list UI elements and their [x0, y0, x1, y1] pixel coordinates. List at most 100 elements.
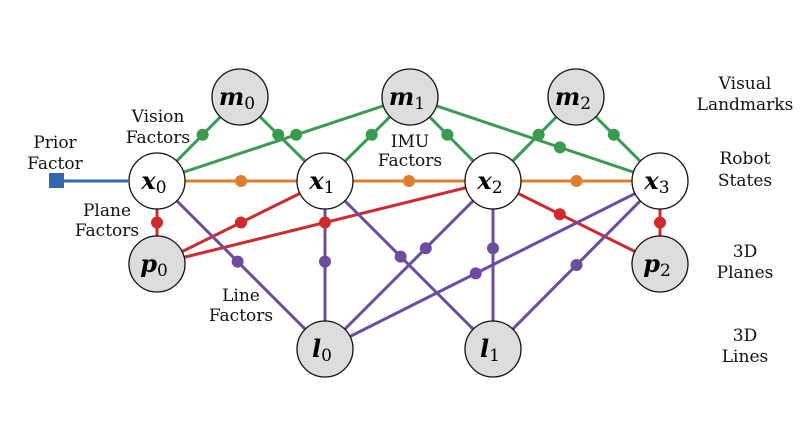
legend-visual-landmarks-line1: Visual	[718, 74, 772, 94]
node-m1-label-subscript: 1	[414, 94, 425, 114]
factor-annotations: Prior Factor Vision Factors IMU Factors …	[27, 107, 442, 326]
node-l0-label-base: l	[312, 334, 321, 363]
plane-factor-dot-x0-p0	[151, 216, 163, 229]
node-p2-label-base: p	[643, 249, 660, 278]
node-l0-label-subscript: 0	[321, 346, 332, 366]
edge-x1-l1	[323, 179, 495, 351]
node-l1: l1	[464, 320, 522, 378]
legend-visual-landmarks-line2: Landmarks	[697, 95, 794, 115]
vision-factor-dot-x0-m1	[290, 128, 303, 141]
node-x0-circle	[128, 152, 186, 210]
imu-factors-label-line2: Factors	[378, 151, 442, 171]
node-m1-label-base: m	[389, 82, 414, 111]
node-x0: x0	[128, 152, 186, 210]
plane-factor-dot-x1-p0	[235, 216, 247, 229]
prior-factor-label-line1: Prior	[33, 133, 77, 153]
vision-factor-dot-x1-m0	[272, 128, 285, 141]
imu-factor-dot-x2-x3	[570, 175, 583, 187]
plane-factor-dot-x2-p2	[553, 208, 566, 221]
node-l0: l0	[296, 320, 354, 378]
node-x0-label-base: x	[140, 166, 156, 195]
vision-factor-dot-x3-m2	[607, 128, 620, 141]
node-m0-label-subscript: 0	[244, 94, 255, 114]
vision-factor-dot-x2-m1	[441, 128, 454, 141]
node-m0-label-base: m	[219, 82, 244, 111]
node-m2-circle	[547, 68, 605, 126]
node-x3-label-subscript: 3	[659, 178, 670, 198]
prior-factor-label-line2: Factor	[27, 154, 83, 174]
vision-factor-dot-x2-m2	[532, 128, 545, 141]
node-x1: x1	[296, 152, 354, 210]
vision-factors-label-line1: Vision	[131, 107, 185, 127]
line-factor-dot-x1-l1	[394, 250, 407, 263]
node-x2: x2	[464, 152, 522, 210]
plane-factor-dot-x2-p0	[319, 216, 331, 229]
node-l1-circle	[464, 320, 522, 378]
node-x2-label: x2	[476, 166, 502, 198]
node-m2-label-subscript: 2	[580, 94, 591, 114]
node-m2-label-base: m	[555, 82, 580, 111]
node-p0-circle	[128, 235, 186, 293]
node-p2-label: p2	[643, 249, 671, 281]
node-x1-label: x1	[308, 166, 334, 198]
node-m0: m0	[211, 68, 269, 126]
line-factor-dot-x0-l0	[231, 255, 244, 268]
node-x3-label: x3	[643, 166, 669, 198]
node-p0-label: p0	[140, 249, 168, 281]
node-l1-label-base: l	[480, 334, 489, 363]
node-x3-circle	[631, 152, 689, 210]
vision-factor-dot-x0-m0	[196, 128, 209, 141]
line-factor-dot-x2-l0	[419, 242, 432, 255]
node-p2: p2	[631, 235, 689, 293]
node-l0-label: l0	[312, 334, 332, 366]
vision-factors-label-line2: Factors	[126, 128, 190, 148]
node-x2-label-base: x	[476, 166, 492, 195]
line-factors-label-line1: Line	[222, 286, 260, 306]
node-p0-label-base: p	[140, 249, 157, 278]
node-p0-label-subscript: 0	[157, 261, 168, 281]
plane-factors-label-line2: Factors	[75, 221, 139, 241]
line-factor-dot-x3-l1	[570, 259, 583, 271]
legend-3d-planes-line1: 3D	[733, 242, 757, 262]
node-m0-label: m0	[219, 82, 255, 114]
node-x3: x3	[631, 152, 689, 210]
node-x1-label-subscript: 1	[324, 178, 335, 198]
factor-markers	[151, 128, 666, 280]
legend-3d-lines-line1: 3D	[733, 326, 757, 346]
plane-factor-dot-x3-p2	[654, 216, 666, 229]
line-factors-label-line2: Factors	[209, 306, 273, 326]
legend-robot-states-line1: Robot	[720, 149, 771, 169]
line-factor-dot-x3-l0	[469, 267, 482, 280]
node-l1-label-subscript: 1	[489, 346, 500, 366]
node-m0-circle	[211, 68, 269, 126]
legend-3d-lines-line2: Lines	[722, 347, 768, 367]
node-m1-circle	[381, 68, 439, 126]
node-m1-label: m1	[389, 82, 425, 114]
imu-factors-label-line1: IMU	[391, 132, 429, 152]
node-x0-label-subscript: 0	[156, 178, 167, 198]
node-l0-circle	[296, 320, 354, 378]
node-x1-label-base: x	[308, 166, 324, 195]
node-m2-label: m2	[555, 82, 591, 114]
node-x2-label-subscript: 2	[492, 178, 503, 198]
node-x0-label: x0	[140, 166, 166, 198]
node-x3-label-base: x	[643, 166, 659, 195]
node-m1: m1	[381, 68, 439, 126]
prior-factor	[49, 173, 128, 188]
line-factor-dot-x1-l0	[319, 255, 331, 268]
legend-3d-planes-line2: Planes	[717, 263, 774, 283]
node-p2-label-subscript: 2	[660, 261, 671, 281]
imu-factor-dot-x0-x1	[235, 175, 247, 187]
node-p0: p0	[128, 235, 186, 293]
node-x1-circle	[296, 152, 354, 210]
node-l1-label: l1	[480, 334, 500, 366]
imu-factor-dot-x1-x2	[403, 175, 415, 187]
node-p2-circle	[631, 235, 689, 293]
prior-factor-square	[49, 173, 64, 188]
vision-factor-dot-x3-m1	[554, 141, 566, 154]
vision-factor-dot-x1-m1	[365, 128, 378, 141]
legend-robot-states-line2: States	[718, 171, 772, 191]
legend: Visual Landmarks Robot States 3D Planes …	[697, 74, 794, 367]
